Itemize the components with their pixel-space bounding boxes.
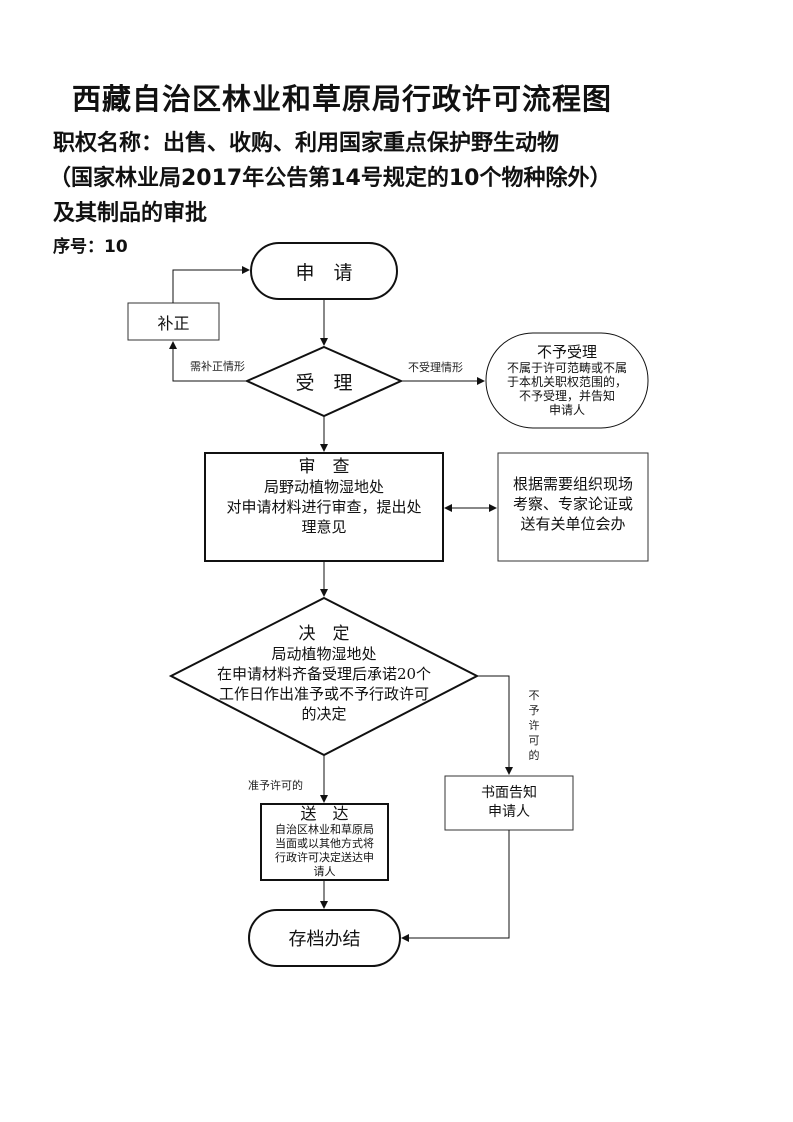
decide-line-4: 的决定 bbox=[301, 705, 347, 723]
supplement-label: 补正 bbox=[157, 313, 190, 333]
decide-line-2: 在申请材料齐备受理后承诺20个 bbox=[216, 665, 432, 683]
decide-text: 决 定 局动植物湿地处 在申请材料齐备受理后承诺20个 工作日作出准予或不予行政… bbox=[190, 624, 458, 734]
reject-line-2: 于本机关职权范围的， bbox=[506, 375, 627, 389]
reject-line-4: 申请人 bbox=[548, 403, 585, 417]
notice-line-1: 书面告知 bbox=[481, 785, 537, 801]
review-text: 审 查 局野动植物湿地处 对申请材料进行审查，提出处 理意见 bbox=[205, 453, 443, 543]
apply-label: 申 请 bbox=[295, 261, 353, 284]
arrow-decide-to-notice bbox=[477, 675, 513, 775]
deliver-title: 送 达 bbox=[300, 804, 349, 823]
decide-title: 决 定 bbox=[298, 624, 350, 644]
reject-title: 不予受理 bbox=[536, 343, 597, 361]
reject-text: 不予受理 不属于许可范畴或不属 于本机关职权范围的， 不予受理，并告知 申请人 bbox=[486, 333, 648, 428]
onsite-line-2: 考察、专家论证或 bbox=[512, 495, 633, 513]
authority-line-1: 职权名称：出售、收购、利用国家重点保护野生动物 bbox=[53, 131, 560, 156]
review-title: 审 查 bbox=[298, 457, 350, 477]
arrow-accept-to-supplement bbox=[169, 341, 247, 382]
edge-label-deny: 不予许可的 bbox=[528, 689, 540, 762]
decide-line-1: 局动植物湿地处 bbox=[271, 645, 377, 663]
supplement-box bbox=[127, 302, 220, 341]
arrow-notice-to-archive bbox=[401, 830, 510, 942]
deliver-line-3: 行政许可决定送达申 bbox=[275, 851, 374, 864]
notice-text: 书面告知 申请人 bbox=[445, 776, 573, 830]
archive-terminal bbox=[248, 909, 401, 967]
reject-oval bbox=[485, 332, 649, 429]
onsite-line-3: 送有关单位会办 bbox=[520, 515, 626, 533]
accept-label: 受 理 bbox=[295, 371, 353, 394]
deliver-line-4: 请人 bbox=[313, 865, 336, 878]
arrow-supplement-to-apply bbox=[172, 266, 250, 303]
deliver-line-1: 自治区林业和草原局 bbox=[275, 823, 374, 836]
archive-label: 存档办结 bbox=[288, 929, 361, 950]
serial-number: 序号：10 bbox=[53, 237, 128, 257]
edge-label-supplement: 需补正情形 bbox=[190, 360, 245, 373]
reject-line-3: 不予受理，并告知 bbox=[518, 389, 615, 403]
onsite-line-1: 根据需要组织现场 bbox=[512, 475, 633, 493]
edge-label-reject: 不受理情形 bbox=[408, 361, 463, 374]
deliver-text: 送 达 自治区林业和草原局 当面或以其他方式将 行政许可决定送达申 请人 bbox=[261, 804, 388, 880]
authority-name: 职权名称：出售、收购、利用国家重点保护野生动物 （国家林业局2017年公告第14… bbox=[49, 126, 611, 231]
deliver-line-2: 当面或以其他方式将 bbox=[275, 837, 374, 850]
review-line-2: 对申请材料进行审查，提出处 bbox=[226, 498, 422, 516]
decide-line-3: 工作日作出准予或不予行政许可 bbox=[218, 685, 429, 703]
authority-line-2: （国家林业局2017年公告第14号规定的10个物种除外） bbox=[49, 166, 612, 191]
edge-label-grant: 准予许可的 bbox=[248, 779, 303, 792]
review-line-1: 局野动植物湿地处 bbox=[263, 478, 384, 496]
onsite-text: 根据需要组织现场 考察、专家论证或 送有关单位会办 bbox=[498, 460, 648, 540]
authority-line-3: 及其制品的审批 bbox=[53, 201, 208, 226]
page-title: 西藏自治区林业和草原局行政许可流程图 bbox=[72, 82, 613, 116]
onsite-box bbox=[497, 452, 649, 562]
reject-line-1: 不属于许可范畴或不属 bbox=[506, 361, 627, 375]
review-line-3: 理意见 bbox=[301, 518, 347, 536]
notice-line-2: 申请人 bbox=[488, 804, 530, 820]
